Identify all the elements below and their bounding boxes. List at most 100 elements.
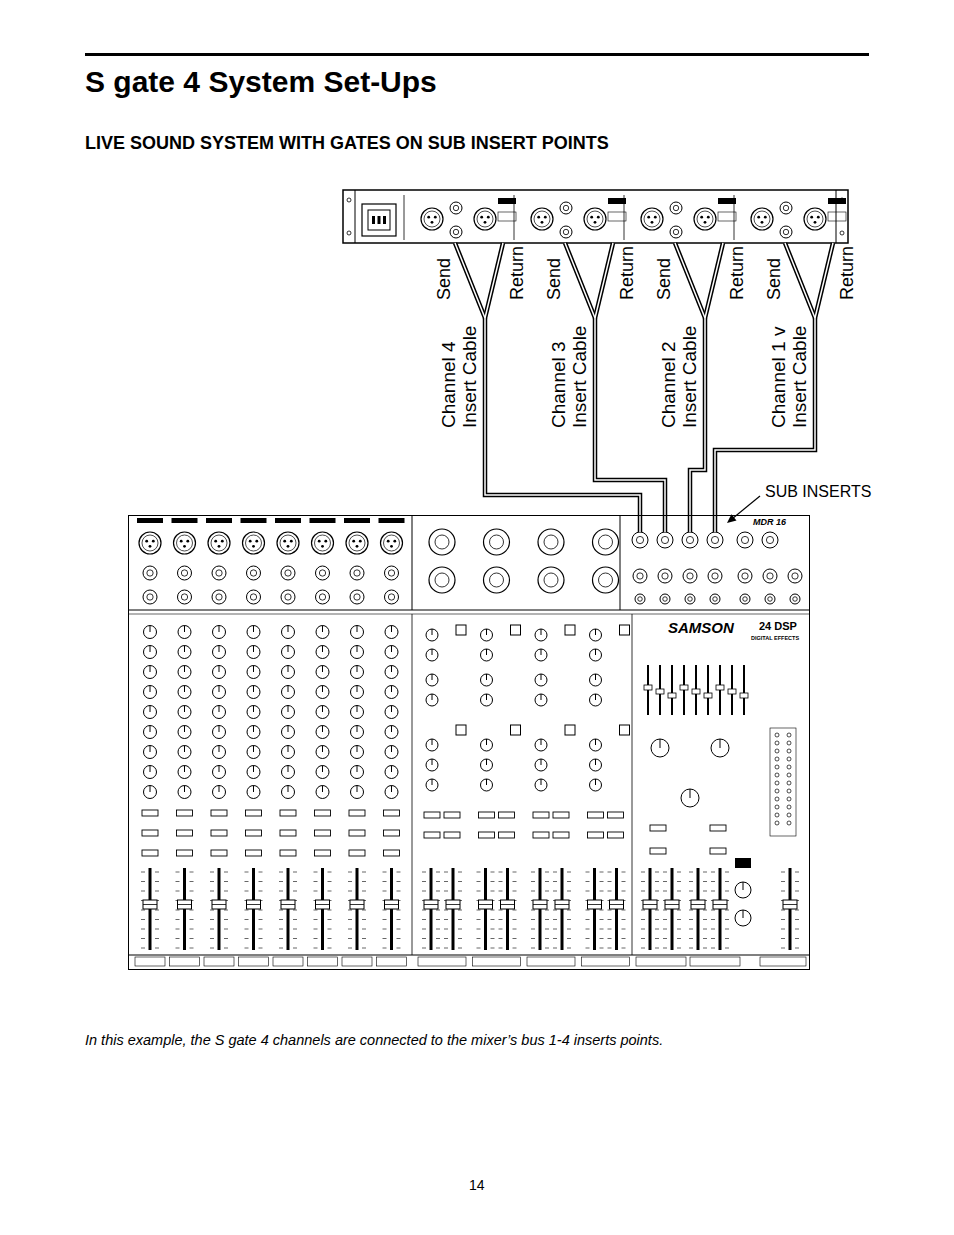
jack-symbol — [453, 229, 458, 234]
fader-tick — [245, 919, 249, 920]
fader-tick — [477, 948, 481, 949]
knob-symbol — [316, 686, 329, 699]
fader-tick — [677, 881, 681, 882]
meter-led — [775, 813, 779, 817]
insert-cable — [565, 243, 595, 318]
fader-tick — [531, 948, 535, 949]
fader-tick — [436, 929, 440, 930]
button-symbol — [211, 830, 227, 836]
fader-tick — [703, 891, 707, 892]
fader-tick — [781, 919, 785, 920]
channel-header — [344, 518, 370, 523]
eq-slot — [671, 665, 673, 715]
fader-tick — [545, 891, 549, 892]
xlr-pin — [149, 545, 152, 548]
fader-tick — [348, 919, 352, 920]
meter-led — [775, 797, 779, 801]
knob-pointer — [184, 706, 185, 713]
rack-ear — [836, 190, 837, 243]
mixer-panel: MDR 16SAMSON24 DSPDIGITAL EFFECTS — [128, 515, 810, 970]
fader-tick — [397, 872, 401, 873]
xlr-pin — [387, 540, 390, 543]
fader-tick — [513, 910, 517, 911]
knob-symbol — [247, 766, 260, 779]
jack-symbol — [178, 566, 192, 580]
fader-tick — [245, 938, 249, 939]
fader-tick — [362, 881, 366, 882]
fader-tick — [499, 910, 503, 911]
jack-symbol — [688, 597, 693, 602]
fader-cap — [691, 904, 705, 905]
eq-slot — [743, 665, 745, 715]
knob-pointer — [253, 726, 254, 733]
fader-tick — [491, 919, 495, 920]
knob-pointer — [322, 686, 323, 693]
section-divider — [514, 195, 515, 240]
fader-tick — [703, 910, 707, 911]
connector-label: Send — [435, 258, 455, 300]
button-symbol — [710, 825, 726, 831]
jack-symbol — [285, 594, 291, 600]
fader-tick — [663, 891, 667, 892]
fader-cap — [446, 904, 460, 905]
fader-tick — [210, 919, 214, 920]
fader-tick — [477, 919, 481, 920]
button-symbol — [533, 832, 549, 838]
fader-cap — [713, 904, 727, 905]
jack-symbol — [450, 226, 462, 238]
channel-label-box — [342, 957, 372, 966]
xlr-pin — [764, 216, 767, 219]
xlr-connector — [424, 211, 440, 227]
knob-pointer — [253, 626, 254, 633]
fader-tick — [711, 891, 715, 892]
jack-symbol — [635, 594, 645, 604]
fader-tick — [725, 948, 729, 949]
channel-number-box — [620, 725, 630, 735]
meter-led — [775, 821, 779, 825]
jack-symbol — [147, 570, 153, 576]
xlr-connector — [384, 535, 400, 551]
fader-tick — [444, 891, 448, 892]
channel-label-box — [170, 957, 200, 966]
knob-pointer — [150, 666, 151, 673]
fader-tick — [155, 881, 159, 882]
fader-cap — [178, 904, 192, 905]
knob-pointer — [150, 626, 151, 633]
jack-symbol — [385, 590, 399, 604]
eq-cap — [716, 685, 724, 690]
insert-cable — [785, 243, 815, 318]
fader-cap — [316, 904, 330, 905]
jack-symbol — [350, 566, 364, 580]
knob-symbol — [426, 674, 438, 686]
fader-tick — [348, 910, 352, 911]
fader-tick — [383, 938, 387, 939]
fader-tick — [190, 929, 194, 930]
callout-label: SUB INSERTS — [765, 483, 871, 501]
fader-tick — [499, 948, 503, 949]
fader-tick — [655, 891, 659, 892]
knob-symbol — [711, 739, 729, 757]
knob-symbol — [144, 706, 157, 719]
meter-led — [787, 757, 791, 761]
fader-tick — [781, 948, 785, 949]
fader-tick — [210, 938, 214, 939]
knob-symbol — [282, 706, 295, 719]
jack-symbol — [281, 590, 295, 604]
insert-cable — [595, 318, 665, 532]
knob-pointer — [357, 706, 358, 713]
xlr-pin — [704, 221, 707, 224]
jack-symbol — [657, 532, 673, 548]
knob-pointer — [720, 739, 721, 748]
xlr-connector — [208, 532, 230, 554]
rack-ear — [355, 190, 356, 243]
channel-label-box — [273, 957, 303, 966]
xlr-pin — [594, 221, 597, 224]
fader-tick — [224, 948, 228, 949]
button-symbol — [142, 810, 158, 816]
panel-divider — [128, 610, 810, 611]
xlr-pin — [597, 216, 600, 219]
fader-tick — [663, 938, 667, 939]
fader-tick — [641, 910, 645, 911]
xlr-pin — [427, 216, 430, 219]
